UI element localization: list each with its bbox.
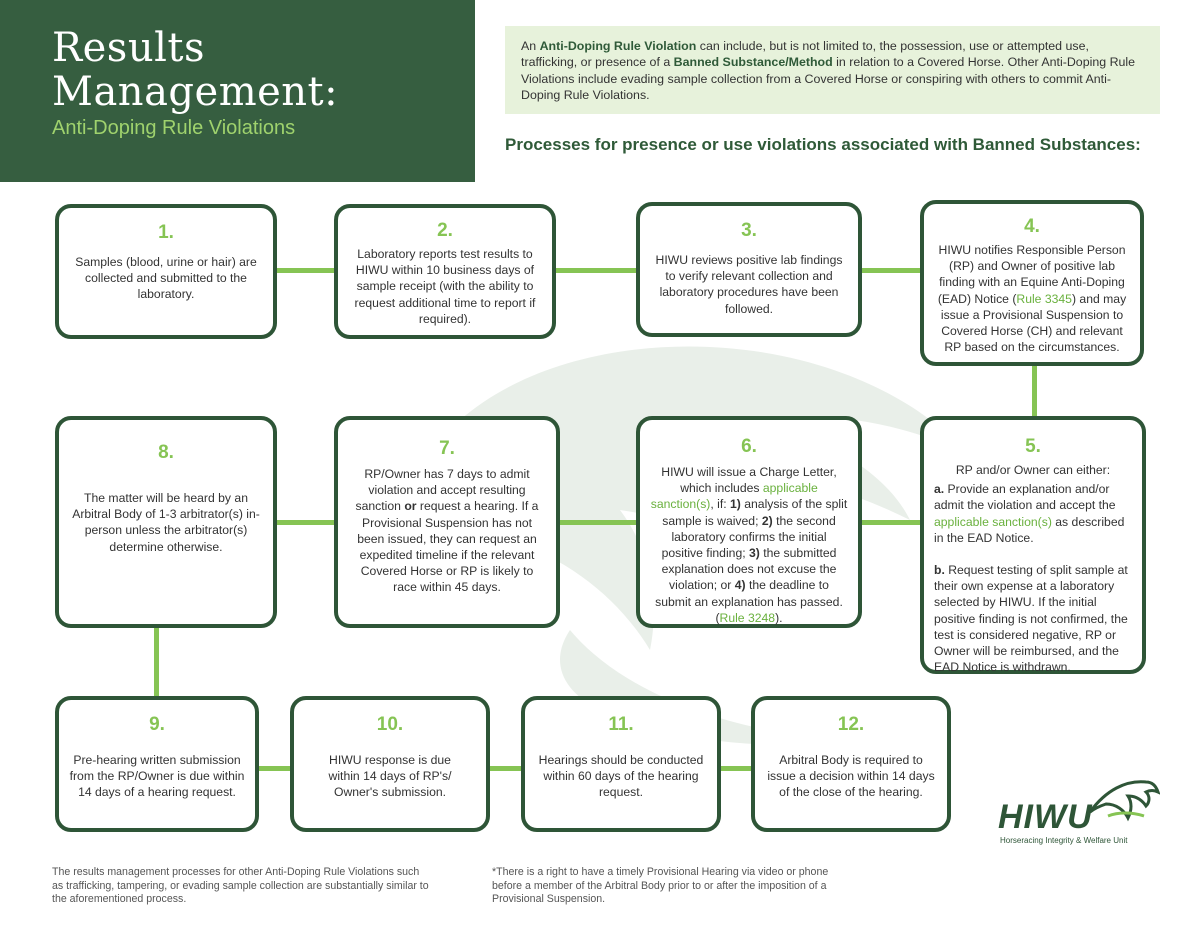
- rule-link[interactable]: Rule 3248: [720, 611, 776, 625]
- connector-4-5: [1032, 364, 1037, 419]
- step-text-part: , if:: [710, 497, 730, 511]
- horse-head-icon: [1088, 772, 1160, 822]
- footnote-provisional-hearing: *There is a right to have a timely Provi…: [492, 866, 832, 907]
- step-5: 5. RP and/or Owner can either: a. Provid…: [920, 416, 1146, 674]
- step-text: Pre-hearing written submission from the …: [69, 752, 245, 801]
- option-text: Request testing of split sample at their…: [934, 563, 1128, 674]
- option-a: a. Provide an explanation and/or admit t…: [934, 481, 1132, 546]
- step-1: 1. Samples (blood, urine or hair) are co…: [55, 204, 277, 339]
- step-text: Samples (blood, urine or hair) are colle…: [69, 254, 263, 303]
- step-number: 4.: [934, 216, 1130, 238]
- list-marker: 4): [735, 578, 746, 592]
- step-text-part: ).: [775, 611, 782, 625]
- step-text: Hearings should be conducted within 60 d…: [535, 752, 707, 801]
- step-text-part: request a hearing. If a Provisional Susp…: [357, 499, 538, 594]
- option-label: b.: [934, 563, 945, 577]
- rule-link[interactable]: Rule 3345: [1016, 292, 1072, 306]
- step-number: 11.: [535, 714, 707, 736]
- step-number: 3.: [650, 220, 848, 242]
- header-banner: Results Management: Anti-Doping Rule Vio…: [0, 0, 475, 182]
- footnote-other-violations: The results management processes for oth…: [52, 866, 432, 907]
- list-marker: 1): [730, 497, 741, 511]
- step-number: 10.: [304, 714, 476, 736]
- step-text: Laboratory reports test results to HIWU …: [348, 246, 542, 327]
- step-text: HIWU reviews positive lab findings to ve…: [650, 252, 848, 317]
- definition-box: An Anti-Doping Rule Violation can includ…: [505, 26, 1160, 114]
- connector-5-6: [862, 520, 922, 525]
- step-number: 9.: [69, 714, 245, 736]
- connector-11-12: [718, 766, 754, 771]
- step-number: 1.: [69, 222, 263, 244]
- connector-10-11: [488, 766, 524, 771]
- logo-wordmark: HIWU: [998, 798, 1093, 837]
- step-number: 5.: [934, 436, 1132, 458]
- step-text: HIWU notifies Responsible Person (RP) an…: [934, 242, 1130, 355]
- definition-text: An: [521, 39, 540, 53]
- process-heading: Processes for presence or use violations…: [505, 135, 1141, 155]
- page-title-line1: Results: [52, 28, 205, 68]
- step-number: 7.: [348, 438, 546, 460]
- step-number: 2.: [348, 220, 542, 242]
- step-7: 7. RP/Owner has 7 days to admit violatio…: [334, 416, 560, 628]
- page-title-line2: Management:: [52, 72, 338, 112]
- page-subtitle: Anti-Doping Rule Violations: [52, 117, 295, 140]
- step-number: 6.: [650, 436, 848, 458]
- connector-1-2: [276, 268, 336, 273]
- list-marker: 3): [749, 546, 760, 560]
- option-b: b. Request testing of split sample at th…: [934, 562, 1132, 675]
- connector-8-9: [154, 626, 159, 698]
- step-11: 11. Hearings should be conducted within …: [521, 696, 721, 832]
- step-text: Arbitral Body is required to issue a dec…: [765, 752, 937, 801]
- step-text: HIWU response is due within 14 days of R…: [304, 752, 476, 801]
- option-text: Provide an explanation and/or admit the …: [934, 482, 1116, 512]
- list-marker: 2): [762, 514, 773, 528]
- connector-6-7: [558, 520, 638, 525]
- connector-3-4: [860, 268, 922, 273]
- hiwu-logo: HIWU Horseracing Integrity & Welfare Uni…: [996, 772, 1166, 852]
- step-number: 8.: [69, 442, 263, 464]
- step-5-intro: RP and/or Owner can either:: [934, 462, 1132, 478]
- connector-7-8: [276, 520, 336, 525]
- definition-term-adrv: Anti-Doping Rule Violation: [540, 39, 697, 53]
- step-10: 10. HIWU response is due within 14 days …: [290, 696, 490, 832]
- step-9: 9. Pre-hearing written submission from t…: [55, 696, 259, 832]
- step-12: 12. Arbitral Body is required to issue a…: [751, 696, 951, 832]
- connector-9-10: [256, 766, 294, 771]
- step-4: 4. HIWU notifies Responsible Person (RP)…: [920, 200, 1144, 366]
- step-number: 12.: [765, 714, 937, 736]
- step-2: 2. Laboratory reports test results to HI…: [334, 204, 556, 339]
- sanctions-link[interactable]: applicable sanction(s): [934, 515, 1052, 529]
- step-text: HIWU will issue a Charge Letter, which i…: [650, 464, 848, 626]
- step-text: The matter will be heard by an Arbitral …: [69, 490, 263, 555]
- logo-tagline: Horseracing Integrity & Welfare Unit: [1000, 836, 1127, 845]
- step-8: 8. The matter will be heard by an Arbitr…: [55, 416, 277, 628]
- connector-2-3: [555, 268, 638, 273]
- option-label: a.: [934, 482, 944, 496]
- step-3: 3. HIWU reviews positive lab findings to…: [636, 202, 862, 337]
- step-text-emphasis: or: [404, 499, 416, 513]
- definition-term-banned: Banned Substance/Method: [674, 55, 833, 69]
- step-text: RP/Owner has 7 days to admit violation a…: [348, 466, 546, 596]
- step-6: 6. HIWU will issue a Charge Letter, whic…: [636, 416, 862, 628]
